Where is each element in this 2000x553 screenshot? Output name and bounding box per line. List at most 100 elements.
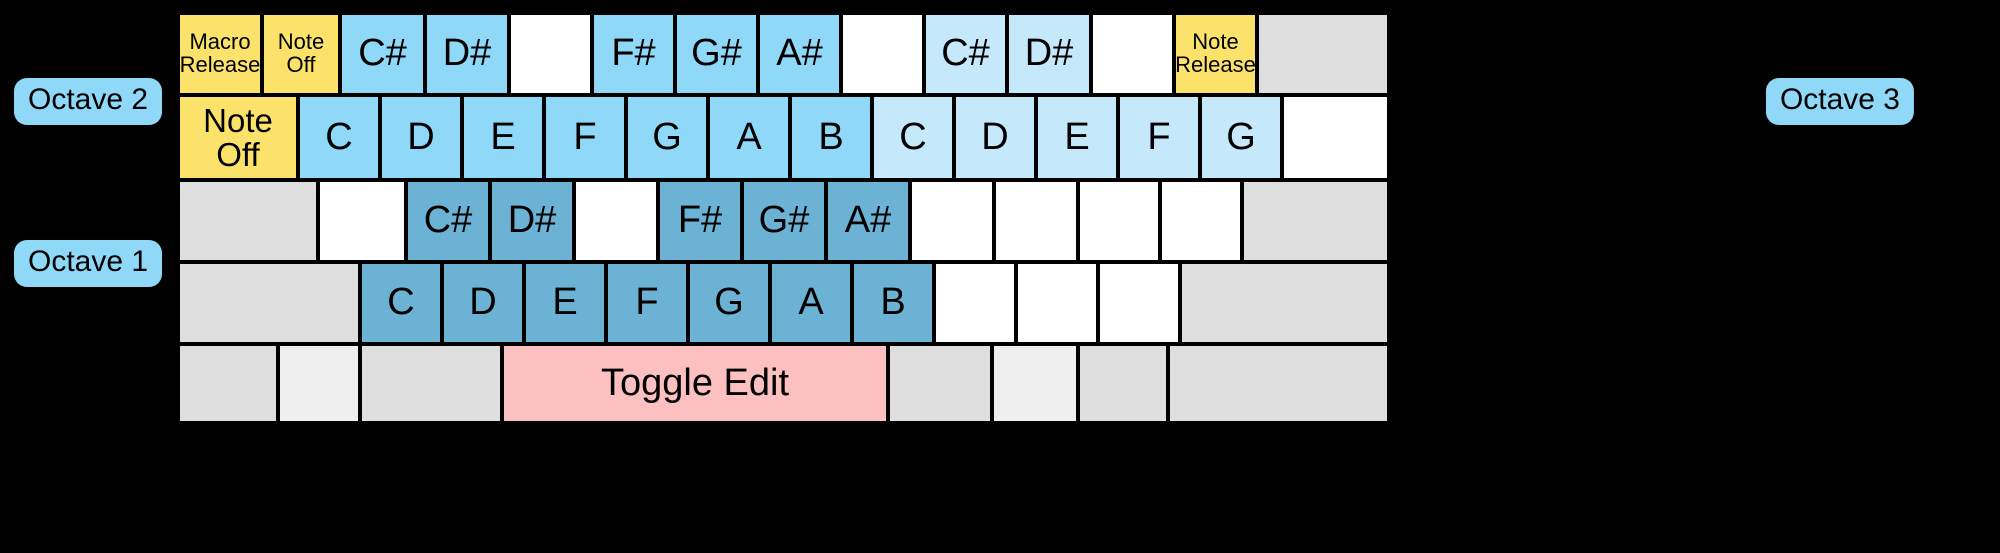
key-g-sharp-oct1-label: G# (758, 199, 810, 242)
octave-label-1: Octave 1 (14, 240, 163, 287)
key-a-oct2[interactable]: A (708, 95, 790, 180)
key-blank-2[interactable] (841, 13, 924, 95)
key-c-sharp-oct2-label: C# (358, 32, 407, 75)
key-blank-7[interactable] (910, 180, 994, 262)
key-d-sharp-oct1-label: D# (507, 199, 557, 242)
key-d-oct3-label: D (981, 115, 1009, 158)
key-f-oct2-label: F (573, 115, 597, 158)
key-e-oct2-label: E (490, 115, 516, 158)
key-c-oct2-label: C (325, 115, 353, 158)
key-f-sharp-oct1-label: F# (677, 199, 723, 242)
key-blank-gray-1[interactable] (1257, 13, 1389, 95)
key-blank-8[interactable] (994, 180, 1078, 262)
key-blank-gray-11[interactable] (1078, 344, 1168, 423)
key-e-oct2[interactable]: E (462, 95, 544, 180)
key-d-oct1-label: D (469, 281, 497, 324)
key-a-sharp-oct2-label: A# (776, 32, 823, 75)
key-a-sharp-oct1[interactable]: A# (826, 180, 910, 262)
key-a-oct1[interactable]: A (770, 262, 852, 344)
key-f-sharp-oct1[interactable]: F# (658, 180, 742, 262)
key-b-oct2[interactable]: B (790, 95, 872, 180)
key-f-oct1-label: F (635, 281, 659, 324)
key-c-oct1[interactable]: C (360, 262, 442, 344)
key-c-oct1-label: C (387, 281, 415, 324)
key-g-oct3[interactable]: G (1200, 95, 1282, 180)
key-e-oct3-label: E (1064, 115, 1090, 158)
key-c-sharp-oct2[interactable]: C# (340, 13, 425, 95)
key-blank-gray-3[interactable] (1242, 180, 1389, 262)
key-c-sharp-oct1[interactable]: C# (406, 180, 490, 262)
key-d-sharp-oct2[interactable]: D# (425, 13, 509, 95)
key-e-oct3[interactable]: E (1036, 95, 1118, 180)
key-c-sharp-oct3-label: C# (941, 32, 990, 75)
key-d-oct3[interactable]: D (954, 95, 1036, 180)
key-toggle-edit-label: Toggle Edit (600, 361, 789, 404)
key-b-oct1-label: B (880, 281, 906, 324)
key-blank-10[interactable] (1160, 180, 1242, 262)
key-d-sharp-oct3[interactable]: D# (1007, 13, 1091, 95)
key-blank-11[interactable] (934, 262, 1016, 344)
key-a-sharp-oct2[interactable]: A# (758, 13, 841, 95)
key-a-sharp-oct1-label: A# (844, 199, 892, 242)
key-g-sharp-oct2-label: G# (691, 32, 742, 75)
key-d-oct1[interactable]: D (442, 262, 524, 344)
key-f-sharp-oct2[interactable]: F# (592, 13, 675, 95)
key-blank-gray-10[interactable] (992, 344, 1078, 423)
key-d-sharp-oct3-label: D# (1024, 32, 1074, 75)
key-b-oct1[interactable]: B (852, 262, 934, 344)
key-blank-1[interactable] (509, 13, 592, 95)
key-blank-gray-4[interactable] (178, 262, 360, 344)
key-blank-gray-8[interactable] (360, 344, 502, 423)
key-d-oct2-label: D (407, 115, 435, 158)
key-blank-gray-12[interactable] (1168, 344, 1389, 423)
key-c-oct2[interactable]: C (298, 95, 380, 180)
octave-label-3: Octave 3 (1765, 78, 1914, 125)
key-blank-gray-7[interactable] (278, 344, 360, 423)
key-f-oct2[interactable]: F (544, 95, 626, 180)
key-blank-13[interactable] (1098, 262, 1180, 344)
key-f-oct3[interactable]: F (1118, 95, 1200, 180)
key-g-oct1-label: G (714, 281, 744, 324)
key-c-oct3-label: C (899, 115, 927, 158)
key-f-sharp-oct2-label: F# (611, 32, 656, 75)
octave-label-2: Octave 2 (14, 78, 163, 125)
key-f-oct3-label: F (1147, 115, 1171, 158)
key-blank-6[interactable] (574, 180, 658, 262)
key-d-sharp-oct1[interactable]: D# (490, 180, 574, 262)
key-g-oct2-label: G (652, 115, 682, 158)
key-blank-gray-2[interactable] (178, 180, 318, 262)
key-c-oct3[interactable]: C (872, 95, 954, 180)
key-blank-gray-5[interactable] (1180, 262, 1389, 344)
key-toggle-edit[interactable]: Toggle Edit (502, 344, 888, 423)
key-blank-3[interactable] (1091, 13, 1174, 95)
key-g-oct1[interactable]: G (688, 262, 770, 344)
key-blank-gray-6[interactable] (178, 344, 278, 423)
key-c-sharp-oct3[interactable]: C# (924, 13, 1007, 95)
key-blank-gray-9[interactable] (888, 344, 992, 423)
key-g-oct2[interactable]: G (626, 95, 708, 180)
key-blank-4[interactable] (1282, 95, 1389, 180)
key-blank-9[interactable] (1078, 180, 1160, 262)
key-e-oct1-label: E (552, 281, 578, 324)
key-d-oct2[interactable]: D (380, 95, 462, 180)
key-g-sharp-oct1[interactable]: G# (742, 180, 826, 262)
key-f-oct1[interactable]: F (606, 262, 688, 344)
key-a-oct2-label: A (736, 115, 762, 158)
key-g-oct3-label: G (1226, 115, 1256, 158)
key-e-oct1[interactable]: E (524, 262, 606, 344)
key-blank-5[interactable] (318, 180, 406, 262)
key-g-sharp-oct2[interactable]: G# (675, 13, 758, 95)
key-blank-12[interactable] (1016, 262, 1098, 344)
key-d-sharp-oct2-label: D# (442, 32, 492, 75)
key-c-sharp-oct1-label: C# (423, 199, 473, 242)
